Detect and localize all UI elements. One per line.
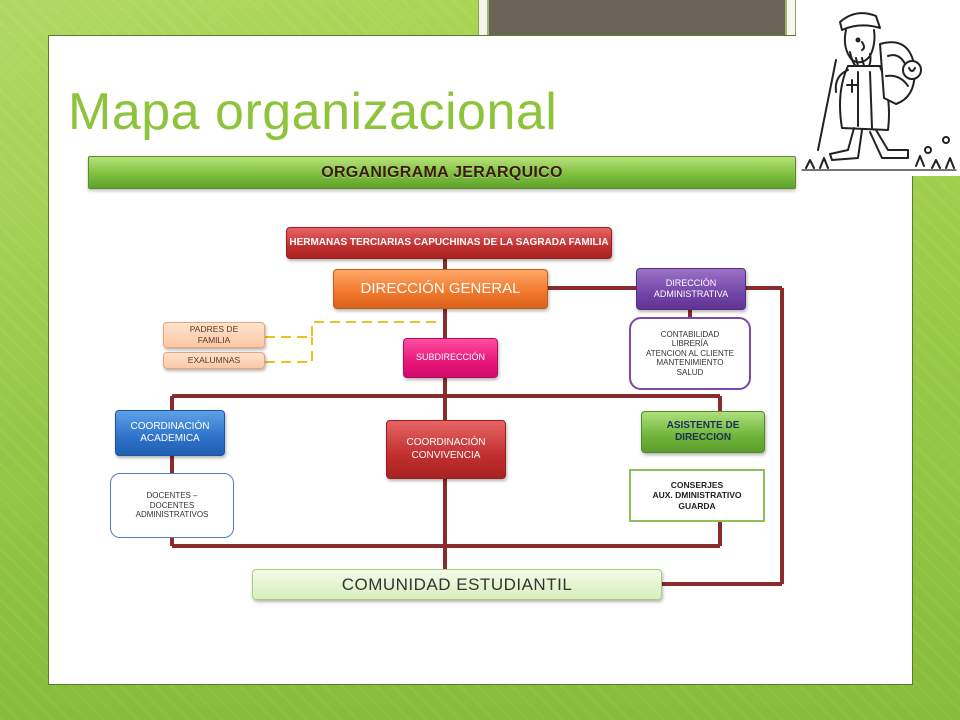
box-padres-de-familia: PADRES DE FAMILIA (163, 322, 265, 348)
box-coordinacion-academica: COORDINACIÓN ACADEMICA (115, 410, 225, 456)
box-label: PADRES DE FAMILIA (189, 324, 239, 345)
org-chart-banner: ORGANIGRAMA JERARQUICO (88, 156, 796, 189)
box-docentes: DOCENTES – DOCENTES ADMINISTRATIVOS (110, 473, 234, 538)
hiker-friar-clipart (796, 0, 960, 176)
box-label: DOCENTES – DOCENTES ADMINISTRATIVOS (135, 491, 209, 520)
box-label: HERMANAS TERCIARIAS CAPUCHINAS DE LA SAG… (289, 236, 609, 248)
box-hermanas-terciarias: HERMANAS TERCIARIAS CAPUCHINAS DE LA SAG… (286, 227, 612, 259)
box-direccion-general: DIRECCIÓN GENERAL (333, 269, 548, 309)
support-staff-item: AUX. DMINISTRATIVO (652, 490, 742, 501)
admin-area-item: CONTABILIDAD (660, 329, 720, 339)
box-exalumnas: EXALUMNAS (163, 352, 265, 369)
box-coordinacion-convivencia: COORDINACIÓN CONVIVENCIA (386, 420, 506, 479)
box-support-staff: CONSERJES AUX. DMINISTRATIVO GUARDA (629, 469, 765, 522)
support-staff-item: GUARDA (678, 500, 716, 511)
box-label: DIRECCIÓN ADMINISTRATIVA (653, 277, 729, 299)
box-label: COMUNIDAD ESTUDIANTIL (341, 574, 573, 594)
admin-area-item: MANTENIMIENTO (656, 358, 724, 368)
box-label: ASISTENTE DE DIRECCION (666, 419, 740, 444)
padres-dashed-connector (265, 321, 440, 338)
box-subdireccion: SUBDIRECCIÓN (403, 338, 498, 378)
box-admin-areas: CONTABILIDAD LIBRERÍA ATENCION AL CLIENT… (629, 317, 751, 390)
admin-area-item: SALUD (676, 367, 704, 377)
box-label: COORDINACIÓN CONVIVENCIA (406, 437, 486, 461)
support-staff-item: CONSERJES (670, 480, 724, 491)
box-label: COORDINACIÓN ACADEMICA (130, 420, 210, 445)
box-label: EXALUMNAS (187, 355, 241, 366)
box-label: DIRECCIÓN GENERAL (360, 279, 521, 297)
hiker-friar-icon (801, 12, 957, 171)
box-direccion-administrativa: DIRECCIÓN ADMINISTRATIVA (636, 268, 746, 310)
admin-area-item: LIBRERÍA (671, 339, 709, 349)
slide-title: Mapa organizacional (68, 83, 558, 141)
box-comunidad-estudiantil: COMUNIDAD ESTUDIANTIL (252, 569, 662, 600)
box-label: SUBDIRECCIÓN (415, 352, 485, 363)
admin-area-item: ATENCION AL CLIENTE (645, 348, 735, 358)
box-asistente-direccion: ASISTENTE DE DIRECCION (641, 411, 765, 453)
banner-label: ORGANIGRAMA JERARQUICO (321, 163, 563, 181)
